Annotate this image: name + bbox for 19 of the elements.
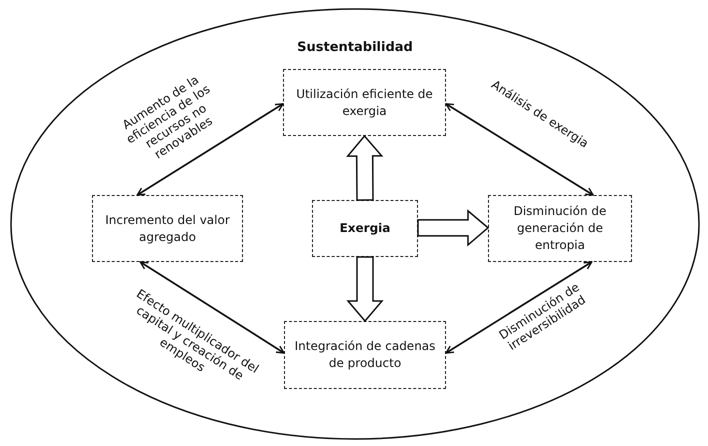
double-arrow [140,261,285,354]
concept-box [92,195,243,262]
double-arrow [445,103,594,196]
block-arrow [417,209,490,247]
block-arrow [346,256,384,322]
double-arrow [445,261,592,354]
concept-box [312,200,418,257]
ellipse-region [10,8,700,440]
box-label: Incremento del valor agregado [104,212,231,246]
region-title: Sustentabilidad [296,39,414,57]
box-label: Utilización eficiente de exergia [295,86,434,120]
double-arrow [136,103,284,196]
block-arrow [346,134,384,201]
concept-box [284,321,446,389]
concept-box [488,195,632,262]
box-label: Integración de cadenas de producto [294,338,436,372]
concept-box [283,69,446,136]
box-label: Exergia [340,220,390,237]
box-label: Disminución de generación de entropia [512,203,608,254]
